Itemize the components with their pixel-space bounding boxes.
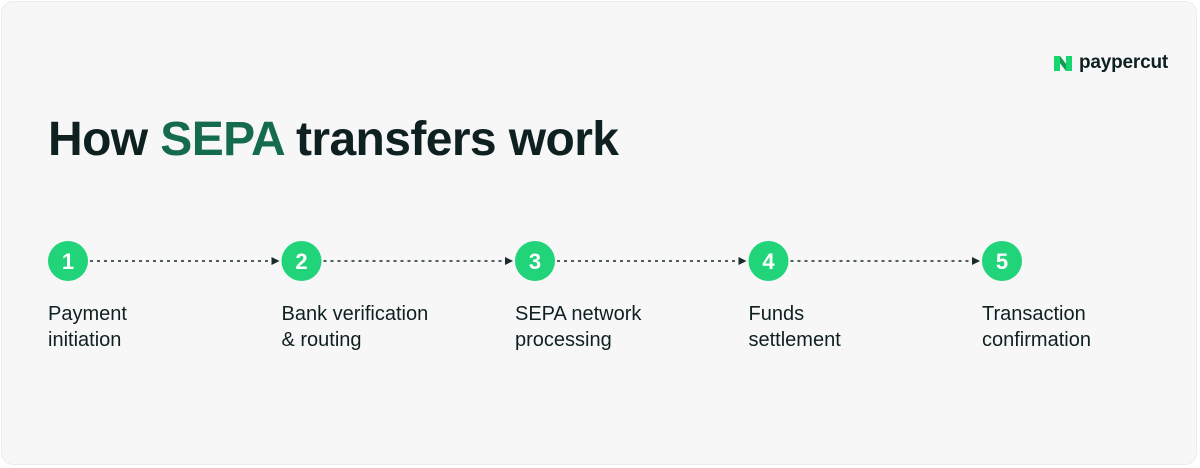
page-title: How SEPA transfers work [48,113,619,167]
step-label: SEPA network processing [515,301,641,353]
step-label: Payment initiation [48,301,127,353]
step-label-line2: confirmation [982,329,1091,351]
step-label: Transaction confirmation [982,301,1091,353]
step-label-line2: processing [515,329,612,351]
step-label-line2: initiation [48,329,122,351]
step-label-line1: Payment [48,303,127,325]
paypercut-logo-icon [1053,56,1072,71]
title-suffix: transfers work [296,113,619,166]
title-highlight: SEPA [160,113,284,166]
title-prefix: How [48,113,148,166]
step-label-line1: Funds [748,303,805,325]
brand-name: paypercut [1078,52,1168,73]
step-label-line2: & routing [281,329,362,351]
step-label: Funds settlement [749,301,841,353]
step-label-line1: Bank verification [281,303,429,325]
step-label: Bank verification & routing [282,301,429,353]
step-label-line1: Transaction [982,303,1086,325]
step-label-line1: SEPA network [515,303,642,325]
step-label-line2: settlement [748,329,841,351]
brand-logo: paypercut [1053,52,1168,74]
